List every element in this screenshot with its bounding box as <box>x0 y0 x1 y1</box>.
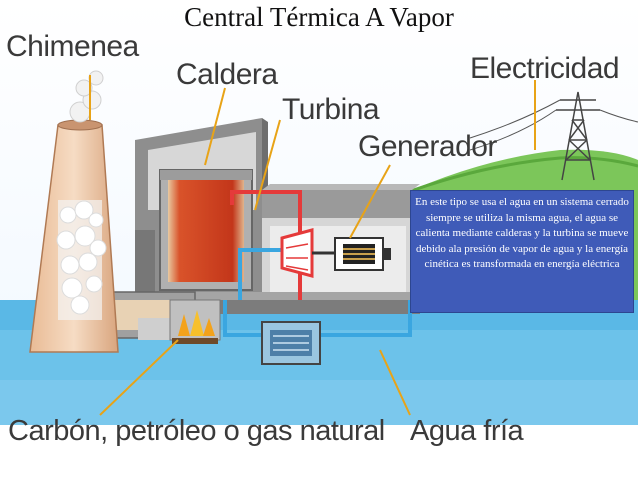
info-box: En este tipo se usa el agua en un sistem… <box>410 190 634 313</box>
hill-ridge <box>399 156 638 197</box>
pointer-lines <box>89 75 536 416</box>
label-strip <box>0 425 638 479</box>
label-agua-fria: Agua fría <box>410 415 524 447</box>
river-bank <box>0 380 638 425</box>
turbine <box>280 228 314 278</box>
boiler <box>159 169 253 291</box>
chimney <box>29 119 119 353</box>
furnace-burner <box>169 299 221 344</box>
condenser <box>261 321 321 365</box>
label-turbina: Turbina <box>282 93 380 126</box>
transmission-tower <box>556 91 600 181</box>
label-caldera: Caldera <box>176 58 278 91</box>
smoke <box>69 70 104 123</box>
generator <box>334 237 391 271</box>
power-lines <box>469 99 638 151</box>
label-combustible: Carbón, petróleo o gas natural <box>8 415 385 447</box>
label-chimenea: Chimenea <box>6 30 139 63</box>
diagram-title: Central Térmica A Vapor <box>184 2 454 32</box>
label-electricidad: Electricidad <box>470 52 620 85</box>
label-generador: Generador <box>358 130 497 163</box>
info-text: En este tipo se usa el agua en un sistem… <box>415 196 629 270</box>
